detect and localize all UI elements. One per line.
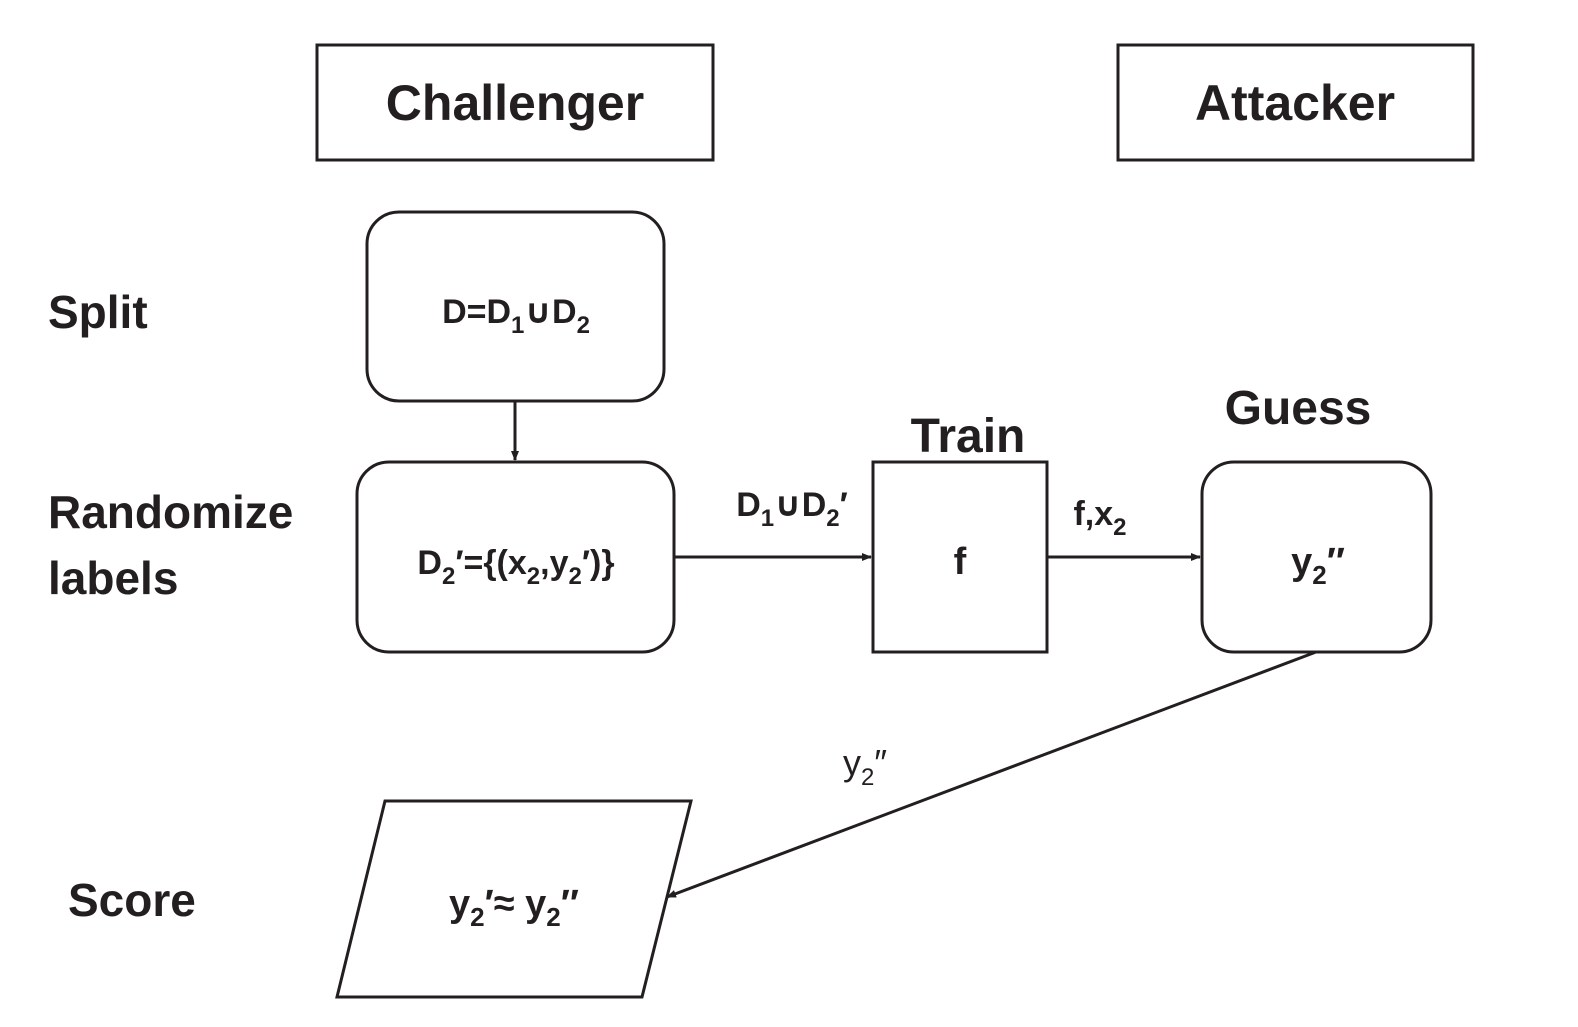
attacker-header-box	[1116, 43, 1475, 162]
row-label-score: Score	[68, 874, 196, 926]
challenger-header: Challenger	[315, 43, 715, 162]
challenger-header-label: Challenger	[386, 75, 644, 131]
randomize-node: D2′={(x2,y2′)}	[355, 460, 676, 654]
score-node-label: y2′≈ y2″	[449, 883, 579, 932]
split-node-box	[365, 210, 666, 403]
attacker-header-label: Attacker	[1195, 75, 1395, 131]
row-label-randomize-line2: labels	[48, 552, 178, 604]
split-node: D=D1∪D2	[365, 210, 666, 403]
arrow-guess-to-score	[666, 650, 1317, 899]
guess-node: y2″	[1200, 460, 1433, 654]
score-node-box	[335, 799, 693, 999]
stage-label-train: Train	[911, 410, 1026, 463]
randomize-node-box	[355, 460, 676, 654]
randomize-node-label: D2′={(x2,y2′)}	[417, 544, 614, 590]
split-node-label: D=D1∪D2	[442, 293, 590, 339]
train-node: f	[871, 460, 1049, 654]
challenger-header-box	[315, 43, 715, 162]
score-node: y2′≈ y2″	[335, 799, 693, 999]
guess-node-label: y2″	[1291, 541, 1345, 590]
edge-label-train-to-guess: f,x2	[1073, 495, 1126, 541]
train-node-label: f	[954, 541, 967, 583]
edge-label-randomize-to-train: D1∪D2′	[736, 486, 848, 532]
attacker-header: Attacker	[1116, 43, 1475, 162]
row-label-split: Split	[48, 286, 148, 338]
row-label-randomize-line1: Randomize	[48, 486, 293, 538]
edge-label-guess-to-score: y2″	[843, 742, 887, 791]
train-node-box	[871, 460, 1049, 654]
guess-node-box	[1200, 460, 1433, 654]
stage-label-guess: Guess	[1225, 382, 1372, 435]
